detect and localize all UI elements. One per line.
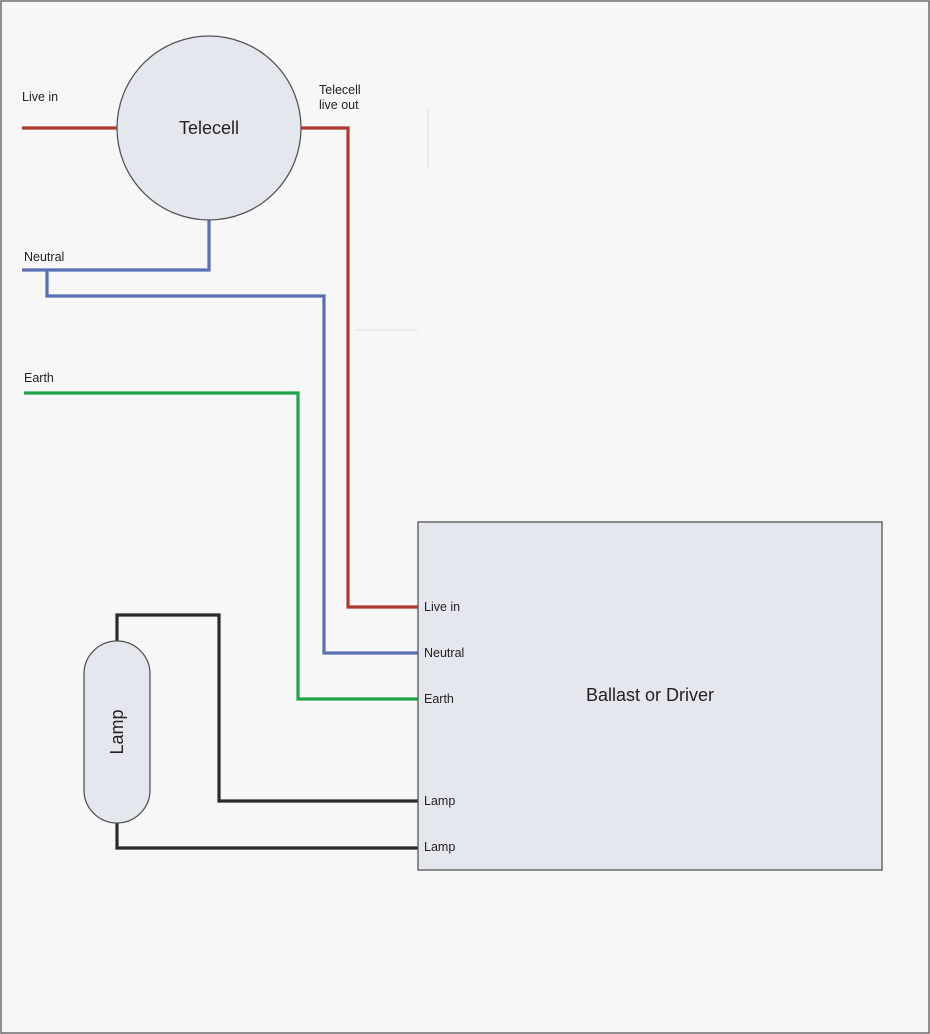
ballast-terminal-live-in: Live in (424, 600, 460, 614)
ballast-terminal-lamp-1: Lamp (424, 794, 455, 808)
telecell-name: Telecell (179, 118, 239, 138)
telecell-output-label: Telecell live out (319, 83, 364, 112)
supply-live-in-label: Live in (22, 90, 58, 104)
ballast-terminal-neutral: Neutral (424, 646, 464, 660)
telecell-output-label-line1: Telecell (319, 83, 361, 97)
ballast-terminal-lamp-2: Lamp (424, 840, 455, 854)
supply-neutral-label: Neutral (24, 250, 64, 264)
ballast-name: Ballast or Driver (586, 685, 714, 705)
lamp-name: Lamp (107, 709, 127, 754)
supply-earth-label: Earth (24, 371, 54, 385)
telecell-output-label-line2: live out (319, 98, 359, 112)
ballast-terminal-earth: Earth (424, 692, 454, 706)
